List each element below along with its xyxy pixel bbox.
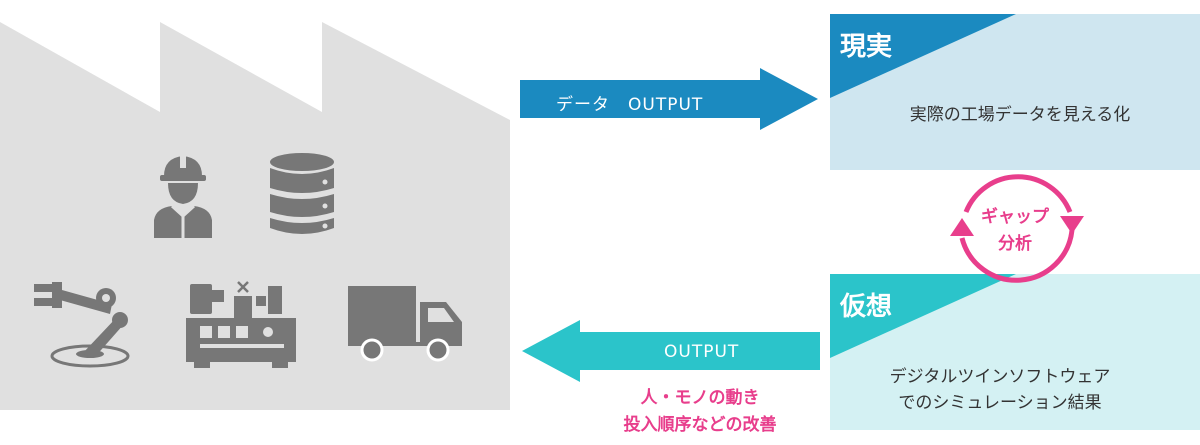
virtual-panel-text-line1: デジタルツインソフトウェア <box>889 367 1111 387</box>
robot-arm-icon <box>34 282 130 368</box>
output-return-label: OUTPUT <box>664 342 740 362</box>
database-icon <box>270 153 334 234</box>
virtual-panel <box>830 274 1200 430</box>
virtual-panel-text-line2: でのシミュレーション結果 <box>898 393 1102 413</box>
data-output-label: データ OUTPUT <box>556 95 704 115</box>
truck-icon <box>348 286 462 362</box>
improvement-line2: 投入順序などの改善 <box>623 415 777 435</box>
gap-analysis-line2: 分析 <box>998 234 1032 254</box>
data-output-arrow <box>520 68 818 130</box>
real-panel-title: 現実 <box>840 32 893 62</box>
real-panel <box>830 14 1200 170</box>
worker-icon <box>154 154 212 238</box>
machine-tool-icon <box>186 281 296 368</box>
gap-analysis-cycle <box>950 174 1084 283</box>
gap-analysis-line1: ギャップ <box>981 207 1049 227</box>
virtual-panel-title: 仮想 <box>840 292 893 322</box>
output-return-arrow <box>522 320 820 382</box>
improvement-line1: 人・モノの動き <box>640 388 760 408</box>
real-panel-text: 実際の工場データを見える化 <box>909 105 1131 125</box>
